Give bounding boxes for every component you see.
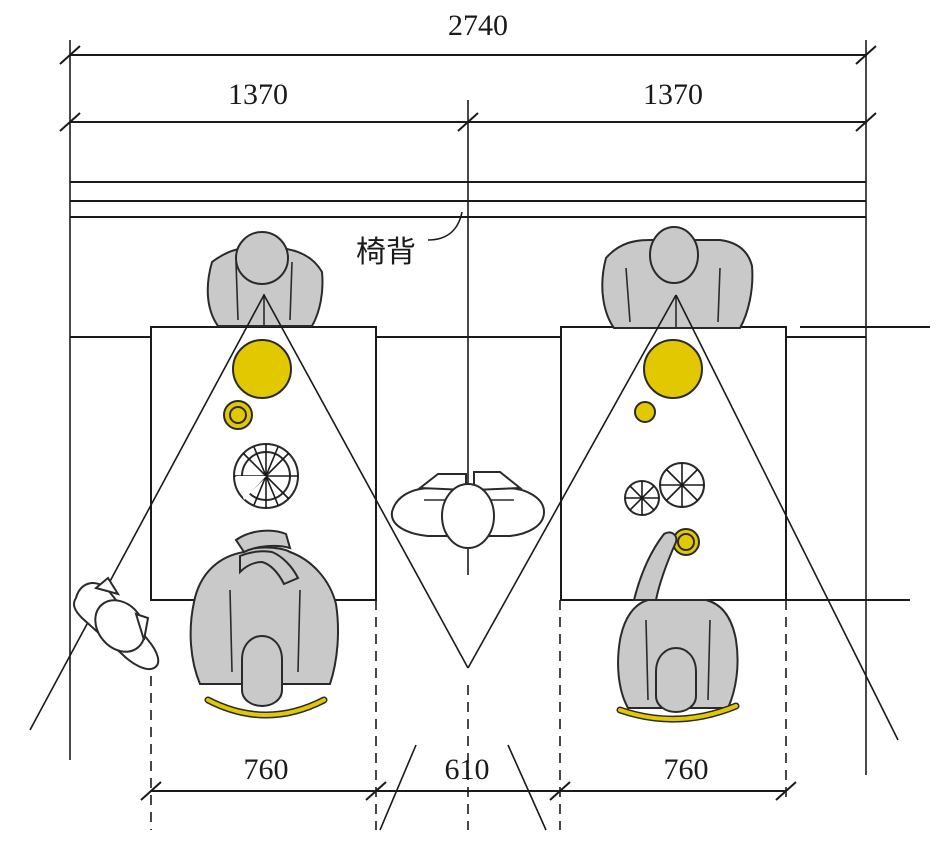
person-seated-icon [189,529,339,708]
person-seated-icon [617,531,739,714]
plate-icon [232,339,292,399]
seat-icon [616,702,740,723]
top-dimensions [59,40,877,775]
dim-right-table: 760 [664,753,709,786]
dim-aisle: 610 [445,753,490,786]
person-seated-icon [206,231,324,327]
person-seated-icon [601,226,754,329]
seat-icon [204,696,328,719]
chair-back-label: 椅背 [356,235,416,270]
fork-spread-icon [659,462,705,508]
fork-spread-icon [624,480,660,516]
cup-icon [223,400,253,430]
chair-back-leader [427,211,463,241]
dim-left-table: 760 [244,753,289,786]
dim-total: 2740 [448,9,508,42]
dim-right-half: 1370 [643,78,703,111]
person-walking-icon [73,576,160,670]
cup-icon [672,528,700,556]
person-walking-icon [390,471,546,549]
fork-spread-icon [233,443,299,509]
cup-icon [634,401,656,423]
dim-left-half: 1370 [228,78,288,111]
bottom-dimensions [140,781,797,801]
sight-lines [29,294,899,741]
plate-icon [643,339,703,399]
